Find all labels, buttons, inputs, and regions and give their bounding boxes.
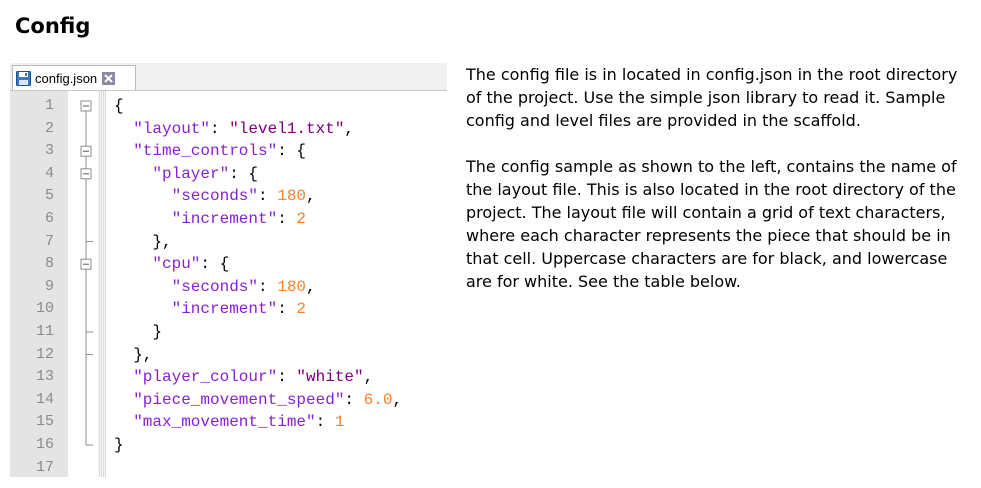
line-number: 12 [35, 345, 54, 363]
code-token-sep: : [258, 187, 278, 206]
line-number: 1 [44, 97, 54, 114]
line-number-gutter [10, 91, 68, 477]
line-number: 10 [35, 300, 54, 318]
code-token-sep: : [277, 368, 297, 387]
code-token-key: "cpu" [152, 255, 201, 274]
code-line[interactable]: "layout": "level1.txt", [133, 118, 354, 141]
code-token-sep: : { [229, 164, 259, 183]
code-line[interactable]: "seconds": 180, [172, 276, 316, 299]
code-token-key: "player_colour" [133, 368, 278, 387]
editor-tab-bar: config.json [10, 63, 447, 91]
description-paragraph-2: The config sample as shown to the left, … [466, 157, 957, 291]
code-token-sep: : { [277, 142, 307, 161]
line-number: 14 [35, 390, 54, 408]
fold-toggle-icon[interactable] [80, 168, 92, 180]
code-token-sep: : [210, 119, 230, 138]
line-number: 15 [35, 413, 54, 431]
close-tab-icon[interactable] [102, 71, 116, 85]
code-line[interactable]: "increment": 2 [172, 298, 306, 321]
code-token-key: "seconds" [171, 187, 259, 206]
code-token-sep: : [277, 210, 297, 228]
code-token-sep: , [363, 368, 374, 387]
line-number: 8 [44, 255, 54, 273]
code-token-sep: }, [152, 232, 172, 251]
line-number: 6 [44, 210, 54, 227]
code-token-num: 180 [277, 277, 307, 296]
fold-toggle-icon[interactable] [80, 100, 92, 112]
code-line[interactable]: } [152, 321, 162, 344]
code-token-sep: , [306, 277, 316, 296]
line-number: 16 [35, 436, 54, 453]
code-token-sep: , [306, 187, 316, 206]
code-token-sep: , [392, 390, 403, 409]
code-token-key: "piece_movement_speed" [133, 390, 345, 409]
line-number: 7 [44, 232, 54, 250]
line-number: 3 [44, 142, 54, 160]
line-number: 11 [35, 323, 54, 340]
code-line[interactable]: "max_movement_time": 1 [133, 411, 344, 434]
file-tab[interactable]: config.json [12, 65, 136, 90]
description-paragraph-1: The config file is in located in config.… [466, 65, 958, 130]
code-line[interactable]: "player_colour": "white", [133, 366, 373, 389]
line-number: 2 [44, 119, 54, 137]
code-token-num: 6.0 [363, 390, 393, 409]
floppy-disk-icon [16, 70, 31, 86]
code-token-sep: : [344, 390, 364, 409]
code-token-key: "increment" [171, 300, 278, 319]
code-token-num: 1 [334, 413, 345, 432]
code-line[interactable]: { [114, 95, 124, 118]
code-token-sep: : [315, 413, 335, 432]
code-token-sep: }, [133, 345, 153, 364]
code-token-key: "seconds" [171, 277, 259, 296]
code-token-sep: } [152, 323, 162, 341]
code-token-sep: , [344, 119, 355, 138]
code-token-brace: } [114, 436, 124, 454]
code-token-brace: { [114, 97, 124, 115]
code-token-num: 2 [296, 210, 307, 228]
code-line[interactable]: "seconds": 180, [172, 185, 316, 208]
line-number: 4 [44, 164, 54, 182]
line-number: 9 [44, 277, 54, 295]
code-token-sep: : { [200, 255, 230, 274]
line-number: 5 [44, 187, 54, 205]
code-line[interactable]: "player": { [152, 163, 258, 186]
description-column: The config file is in located in config.… [466, 63, 972, 293]
code-line[interactable]: "increment": 2 [172, 208, 306, 231]
code-token-num: 180 [277, 187, 307, 206]
code-line[interactable]: }, [152, 231, 171, 254]
code-token-key: "time_controls" [133, 142, 278, 161]
code-line[interactable]: } [114, 434, 124, 457]
code-token-sep: : [277, 300, 297, 319]
line-number: 17 [35, 458, 54, 476]
code-token-key: "max_movement_time" [133, 413, 316, 432]
fold-margin-stripe [98, 91, 106, 477]
code-line[interactable]: "time_controls": { [133, 140, 306, 163]
file-tab-label: config.json [35, 70, 98, 86]
code-line[interactable]: "piece_movement_speed": 6.0, [133, 389, 402, 412]
code-line[interactable]: }, [133, 344, 152, 367]
code-token-num: 2 [296, 300, 307, 319]
code-line[interactable]: "cpu": { [152, 253, 229, 276]
code-token-str: "white" [296, 368, 364, 387]
code-token-key: "player" [152, 164, 230, 183]
code-token-key: "increment" [171, 210, 278, 228]
code-token-str: "level1.txt" [229, 119, 345, 138]
code-token-sep: : [258, 277, 278, 296]
line-number: 13 [35, 368, 54, 386]
fold-toggle-icon[interactable] [80, 145, 92, 157]
code-token-key: "layout" [133, 119, 210, 138]
section-heading: Config [15, 14, 91, 38]
fold-markers [80, 100, 93, 446]
fold-toggle-icon[interactable] [80, 258, 92, 270]
